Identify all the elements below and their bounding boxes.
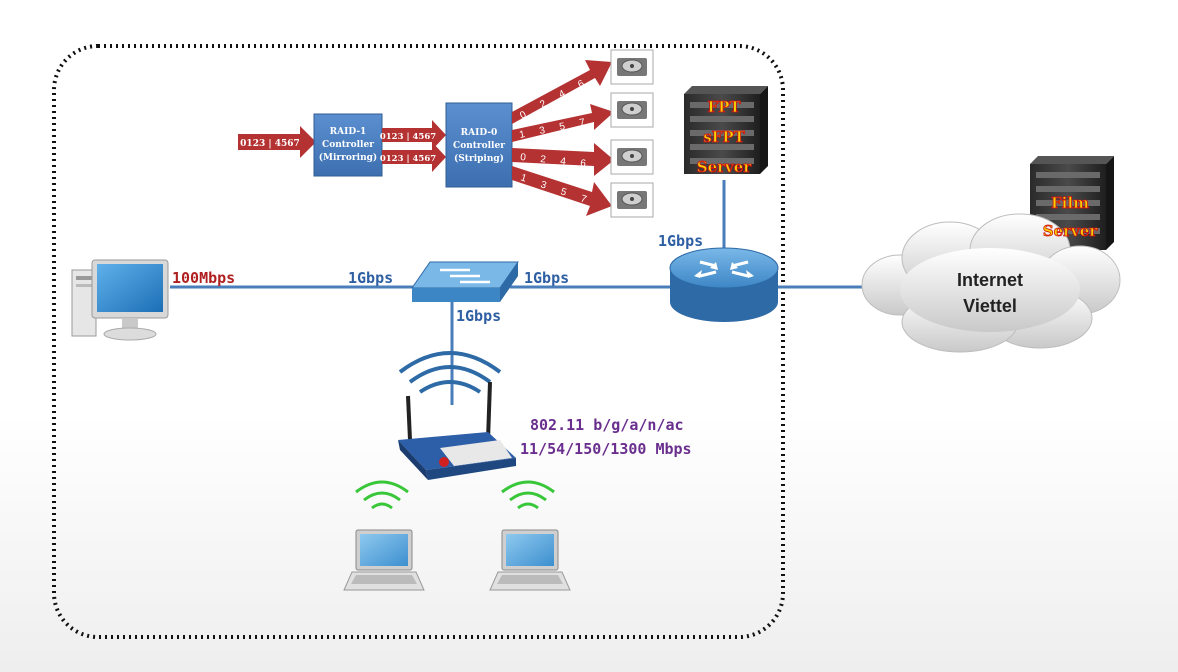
raid1-controller: RAID-1 Controller (Mirroring)	[313, 113, 383, 177]
mirror-label-bottom: 0123 | 4567	[380, 154, 436, 164]
stripe-3-block-4: 6	[580, 158, 587, 170]
desktop-pc-icon	[71, 259, 169, 341]
internet-line1: Internet	[957, 270, 1023, 290]
raid0-controller: RAID-0 Controller (Striping)	[445, 102, 513, 188]
wireless-access-point-icon	[398, 351, 516, 480]
router-up-speed-label: 1Gbps	[658, 232, 703, 250]
stripe-4-block-3: 5	[559, 186, 568, 198]
router-icon	[669, 247, 779, 322]
stripe-arrow-1: 0 2 4 6	[512, 60, 612, 124]
stripe-1-block-1: 0	[518, 109, 528, 122]
raid0-line3: (Striping)	[454, 153, 504, 164]
laptop-icon	[343, 529, 425, 591]
film-server-line1: Film	[1051, 194, 1089, 212]
switch-right-speed-label: 1Gbps	[524, 269, 569, 287]
stripe-4-block-4: 7	[579, 193, 588, 205]
wifi-speed-label: 11/54/150/1300 Mbps	[520, 440, 692, 458]
stripe-1-block-3: 4	[557, 88, 567, 101]
stripe-3-block-1: 0	[520, 152, 527, 164]
ftp-server-line2: sFPT	[703, 128, 745, 146]
stripe-2-block-3: 5	[558, 121, 566, 133]
raid-section: 0123 | 4567 RAID-1 Controller (Mirroring…	[238, 49, 654, 218]
internet-label: Internet Viettel	[957, 270, 1023, 316]
raid1-title: RAID-1	[330, 127, 367, 137]
hard-disk-icon	[610, 139, 654, 175]
stripe-4-block-1: 1	[519, 172, 528, 184]
hard-disk-icon	[610, 49, 654, 85]
stripe-arrow-4: 1 3 5 7	[512, 166, 612, 216]
wifi-signal-icon	[355, 480, 409, 510]
wifi-signal-icon	[501, 480, 555, 510]
film-server-label: Film Server	[1042, 194, 1099, 241]
raid0-line2: Controller	[453, 141, 505, 151]
internet-line2: Viettel	[963, 296, 1017, 316]
switch-left-speed-label: 1Gbps	[348, 269, 393, 287]
hard-disk-icon	[610, 92, 654, 128]
ftp-server-line1: FPT	[707, 98, 741, 116]
stripe-3-block-2: 2	[540, 154, 547, 166]
ftp-server-label: FPT sFPT Server	[696, 98, 753, 177]
stripe-1-block-2: 2	[538, 98, 548, 111]
internet-cloud-icon	[861, 213, 1121, 353]
switch-icon	[411, 261, 519, 302]
stripe-arrow-2: 1 3 5 7	[512, 104, 614, 142]
raid0-title: RAID-0	[461, 128, 498, 138]
ftp-server-icon	[684, 86, 768, 174]
stripe-1-block-4: 6	[576, 78, 586, 91]
stripe-arrow-3: 0 2 4 6	[512, 143, 614, 176]
stripe-2-block-2: 3	[538, 125, 546, 137]
stripe-4-block-2: 3	[539, 179, 548, 191]
pc-link-speed-label: 100Mbps	[172, 269, 235, 287]
stripe-2-block-1: 1	[518, 129, 526, 141]
wifi-standard-label: 802.11 b/g/a/n/ac	[530, 416, 684, 434]
film-server-line2: Server	[1043, 222, 1099, 240]
ftp-server-line3: Server	[697, 158, 753, 176]
raid1-line3: (Mirroring)	[319, 152, 377, 163]
mirror-label-top: 0123 | 4567	[380, 132, 436, 142]
lan-boundary	[52, 44, 785, 639]
stripe-3-block-3: 4	[560, 156, 567, 168]
hard-disk-icon	[610, 182, 654, 218]
mirror-arrow-top: 0123 | 4567	[380, 120, 446, 150]
raid1-line2: Controller	[322, 140, 374, 150]
raid-input-arrow: 0123 | 4567	[238, 126, 316, 158]
switch-down-speed-label: 1Gbps	[456, 307, 501, 325]
mirror-arrow-bottom: 0123 | 4567	[380, 142, 446, 172]
stripe-2-block-4: 7	[578, 117, 586, 129]
laptop-icon	[489, 529, 571, 591]
raid-input-label: 0123 | 4567	[240, 139, 300, 149]
